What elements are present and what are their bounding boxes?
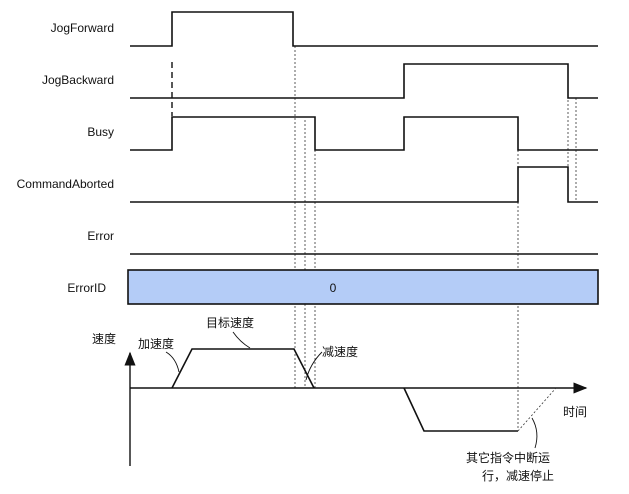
deceleration-leader [305,351,323,381]
jog-forward-signal [130,11,598,47]
acceleration-leader [165,351,180,373]
jog-backward-label: JogBackward [42,73,114,87]
error-label: Error [87,229,114,243]
velocity-abort-decel [517,387,557,432]
timing-guides [294,46,577,430]
target-velocity-leader [232,331,251,349]
velocity-profile-forward [171,348,315,389]
busy-signal [130,116,598,151]
command-aborted-label: CommandAborted [17,177,114,191]
error-id-band [127,269,599,305]
time-axis-label: 时间 [563,405,587,419]
velocity-axis-label: 速度 [92,331,116,346]
abort-note-line2: 行，减速停止 [482,468,554,483]
velocity-profile-backward [403,387,518,432]
abort-note-leader [531,417,538,449]
target-velocity-label: 目标速度 [206,315,254,330]
error-id-label: ErrorID [67,281,106,295]
acceleration-label: 加速度 [138,336,174,351]
abort-note-line1: 其它指令中断运 [466,450,550,465]
error-id-value: 0 [330,281,337,295]
command-aborted-signal [130,166,598,203]
deceleration-label: 减速度 [322,344,358,359]
jog-backward-signal [130,63,598,99]
jog-forward-label: JogForward [51,21,114,35]
busy-label: Busy [87,125,114,139]
